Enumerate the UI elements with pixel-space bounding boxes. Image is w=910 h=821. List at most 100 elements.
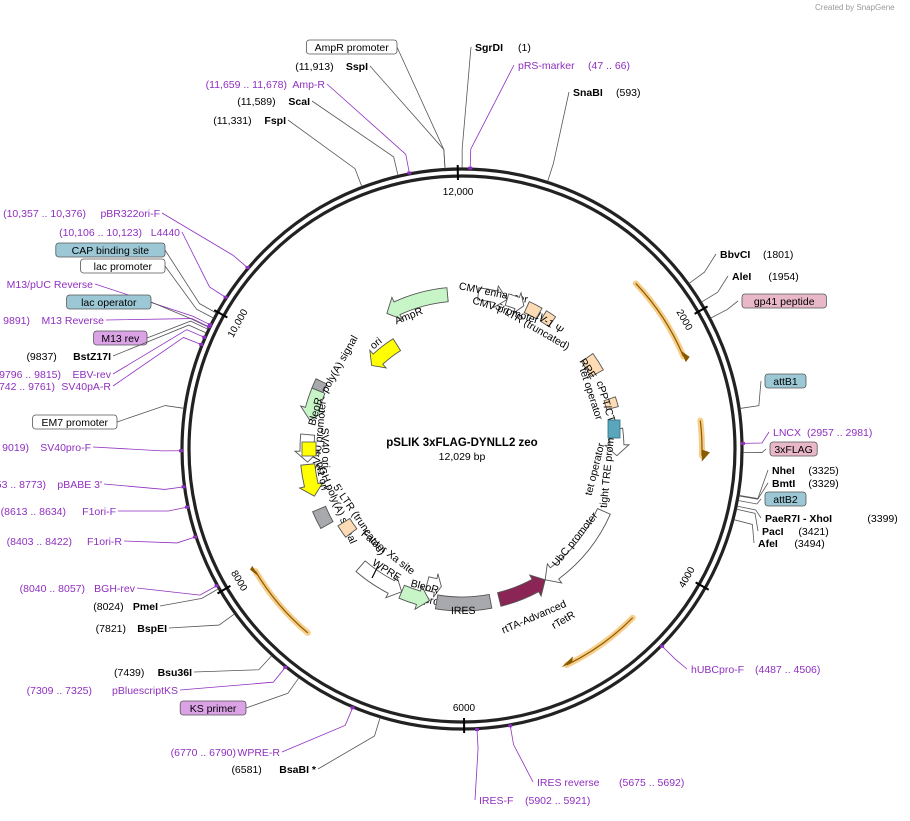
label-num-33: (5902 .. 5921) xyxy=(525,795,590,807)
ext-label-lncx-39[interactable]: LNCX(2957 .. 2981) xyxy=(740,427,872,445)
ext-label-hubcpro-f-34[interactable]: hUBCpro-F (4487 .. 4506) xyxy=(660,644,820,676)
ext-label-sv40pa-r-18[interactable]: SV40pA-R(9742 .. 9761) xyxy=(0,337,204,393)
ext-label-attb2-43[interactable]: attB2 xyxy=(738,491,807,507)
feature-rre-16[interactable] xyxy=(580,352,604,378)
label-name-5: SnaBI xyxy=(573,87,603,99)
label-num-30: (6770 .. 6790) xyxy=(171,747,236,759)
ext-label-paer7i-xhoi-44[interactable]: PaeR7I - XhoI(3399) xyxy=(737,505,898,525)
label-num-20: (9000 .. 9019) xyxy=(0,442,29,454)
label-num-5: (593) xyxy=(616,87,641,99)
label-name-3: SspI xyxy=(346,61,368,73)
label-num-18: (9742 .. 9761) xyxy=(0,381,55,393)
leader-line-14 xyxy=(105,318,210,328)
orange-arc-2 xyxy=(563,614,636,668)
feature-bleor-10[interactable] xyxy=(398,584,431,611)
ext-label-ks-primer-29[interactable]: KS primer xyxy=(179,677,300,716)
feature-wpre-8[interactable] xyxy=(355,560,403,599)
ext-label-m13-rev-15[interactable]: M13 rev xyxy=(93,320,208,346)
label-text-0: AmpR promoter xyxy=(315,42,390,54)
ext-label-pmei-25[interactable]: PmeI(8024) xyxy=(93,588,219,613)
ext-label-ampr-promoter-0[interactable]: AmpR promoter xyxy=(305,39,446,169)
ext-label-lac-promoter-11[interactable]: lac promoter xyxy=(80,258,214,319)
feature-bleor-3[interactable] xyxy=(299,387,326,421)
label-name-21: pBABE 3' xyxy=(57,479,102,491)
leader-line-19 xyxy=(116,405,185,423)
ext-label-gp41-peptide-37[interactable]: gp41 peptide xyxy=(710,293,827,319)
leader-line-22 xyxy=(117,506,188,512)
label-text-40: 3xFLAG xyxy=(774,444,813,456)
feature-cmv-enhancer-19[interactable] xyxy=(477,284,508,309)
label-name-8: pBR322ori-F xyxy=(100,208,160,220)
ext-label-ires-reverse-32[interactable]: IRES reverse(5675 .. 5692) xyxy=(508,724,684,789)
ext-label-bsabi-31[interactable]: BsaBI *(6581) xyxy=(231,717,381,776)
ext-label-snabi-5[interactable]: SnaBI (593) xyxy=(547,87,641,182)
leader-line-24 xyxy=(136,585,217,596)
ext-label-afei-46[interactable]: AfeI(3494) xyxy=(733,519,825,550)
orange-arc-0 xyxy=(632,280,687,360)
feature-cppt-cts-15[interactable] xyxy=(603,396,619,411)
ext-label-wpre-r-30[interactable]: WPRE-R(6770 .. 6790) xyxy=(171,706,355,759)
ext-label-sgrdi-1[interactable]: SgrDI(1) xyxy=(461,42,531,169)
feature-hiv-1-17[interactable] xyxy=(539,310,557,328)
ext-label-ebv-rev-17[interactable]: EBV-rev(9796 .. 9815) xyxy=(0,329,207,381)
label-name-23: F1ori-R xyxy=(87,536,122,548)
label-name-42: BmtI xyxy=(772,478,795,490)
label-num-35: (1801) xyxy=(763,249,793,261)
label-num-6: (11,589) xyxy=(237,96,275,108)
ext-label-pbr322ori-f-8[interactable]: pBR322ori-F(10,357 .. 10,376) xyxy=(3,208,250,270)
feature-5-ltr-truncated-18[interactable] xyxy=(523,301,543,320)
ext-label-bspei-26[interactable]: BspEI(7821) xyxy=(96,613,235,635)
feature-em7-promoter-9[interactable] xyxy=(424,573,442,598)
feature-5-ltr-truncated-7[interactable] xyxy=(337,517,358,538)
label-num-14: (9875 .. 9891) xyxy=(0,315,30,327)
label-num-34: (4487 .. 4506) xyxy=(755,664,820,676)
ext-label-prs-marker-2[interactable]: pRS-marker(47 .. 66) xyxy=(468,60,630,170)
label-num-16: (9837) xyxy=(26,351,56,363)
ext-label-bgh-rev-24[interactable]: BGH-rev(8040 .. 8057) xyxy=(20,583,219,596)
label-num-41: (3325) xyxy=(808,465,838,477)
ext-label-attb1-38[interactable]: attB1 xyxy=(740,373,807,409)
ext-label-pbluescriptks-28[interactable]: pBluescriptKS(7309 .. 7325) xyxy=(27,665,288,697)
feature-ires-11[interactable] xyxy=(434,593,493,612)
ext-label-nhei-41[interactable]: NheI(3325) xyxy=(739,465,839,500)
ext-label-bmti-42[interactable]: BmtI(3329) xyxy=(738,478,839,500)
ext-label-amp-r-4[interactable]: Amp-R(11,659 .. 11,678) xyxy=(206,79,412,175)
ext-label-f1ori-r-23[interactable]: F1ori-R(8403 .. 8422) xyxy=(7,535,198,548)
ext-label-pbabe-3-21[interactable]: pBABE 3'(8753 .. 8773) xyxy=(0,479,186,491)
feature-ampr-0[interactable] xyxy=(386,287,449,321)
ext-label-f1ori-f-22[interactable]: F1ori-F(8613 .. 8634) xyxy=(1,505,190,518)
leader-line-23 xyxy=(123,536,196,544)
tick-mark-10000 xyxy=(213,309,228,319)
ext-label-scai-6[interactable]: ScaI(11,589) xyxy=(237,96,399,176)
feature-ori-1[interactable] xyxy=(369,338,402,369)
ext-label-bbvci-35[interactable]: BbvCI (1801) xyxy=(688,249,793,284)
ext-label-em7-promoter-19[interactable]: EM7 promoter xyxy=(32,405,185,430)
label-box-11 xyxy=(80,258,166,274)
label-box-13 xyxy=(66,294,152,310)
ext-label-paci-45[interactable]: PacI(3421) xyxy=(736,508,829,538)
ext-label-bstz17i-16[interactable]: BstZ17I(9837) xyxy=(26,324,207,363)
ext-label-l4440-9[interactable]: L4440(10,106 .. 10,123) xyxy=(59,227,228,299)
feature-rtta-advanced-12[interactable] xyxy=(497,574,546,607)
label-name-34: hUBCpro-F xyxy=(691,664,744,676)
ext-label-sv40pro-f-20[interactable]: SV40pro-F(9000 .. 9019) xyxy=(0,442,184,454)
ext-label-sspi-3[interactable]: SspI(11,913) xyxy=(295,61,446,169)
label-name-35: BbvCI xyxy=(720,249,750,261)
label-num-22: (8613 .. 8634) xyxy=(1,506,66,518)
feature-ubc-promoter-13[interactable] xyxy=(544,507,611,584)
leader-line-46 xyxy=(733,519,755,544)
feature-cmv-promoter-20[interactable] xyxy=(504,291,525,315)
label-name-44: PaeR7I - XhoI xyxy=(765,513,832,525)
ext-label-m13-reverse-14[interactable]: M13 Reverse(9875 .. 9891) xyxy=(0,315,211,329)
ext-label-cap-binding-site-10[interactable]: CAP binding site xyxy=(55,242,217,314)
ext-label-lac-operator-13[interactable]: lac operator xyxy=(66,294,209,328)
ext-label-bsu36i-27[interactable]: Bsu36I(7439) xyxy=(114,655,272,679)
feature-f1-ori-5[interactable] xyxy=(298,463,324,497)
feature-bgh-poly-a-signal-6[interactable] xyxy=(312,505,334,530)
center-labels: pSLIK 3xFLAG-DYNLL2 zeo 12,029 bp xyxy=(386,437,537,463)
ext-label-fspi-7[interactable]: FspI(11,331) xyxy=(213,115,363,187)
ext-label-ires-f-33[interactable]: IRES-F(5902 .. 5921) xyxy=(474,728,590,807)
leader-line-15 xyxy=(146,320,208,339)
ext-label-3xflag-40[interactable]: 3xFLAG xyxy=(742,441,818,457)
ext-label-alei-36[interactable]: AleI(1954) xyxy=(701,271,799,303)
